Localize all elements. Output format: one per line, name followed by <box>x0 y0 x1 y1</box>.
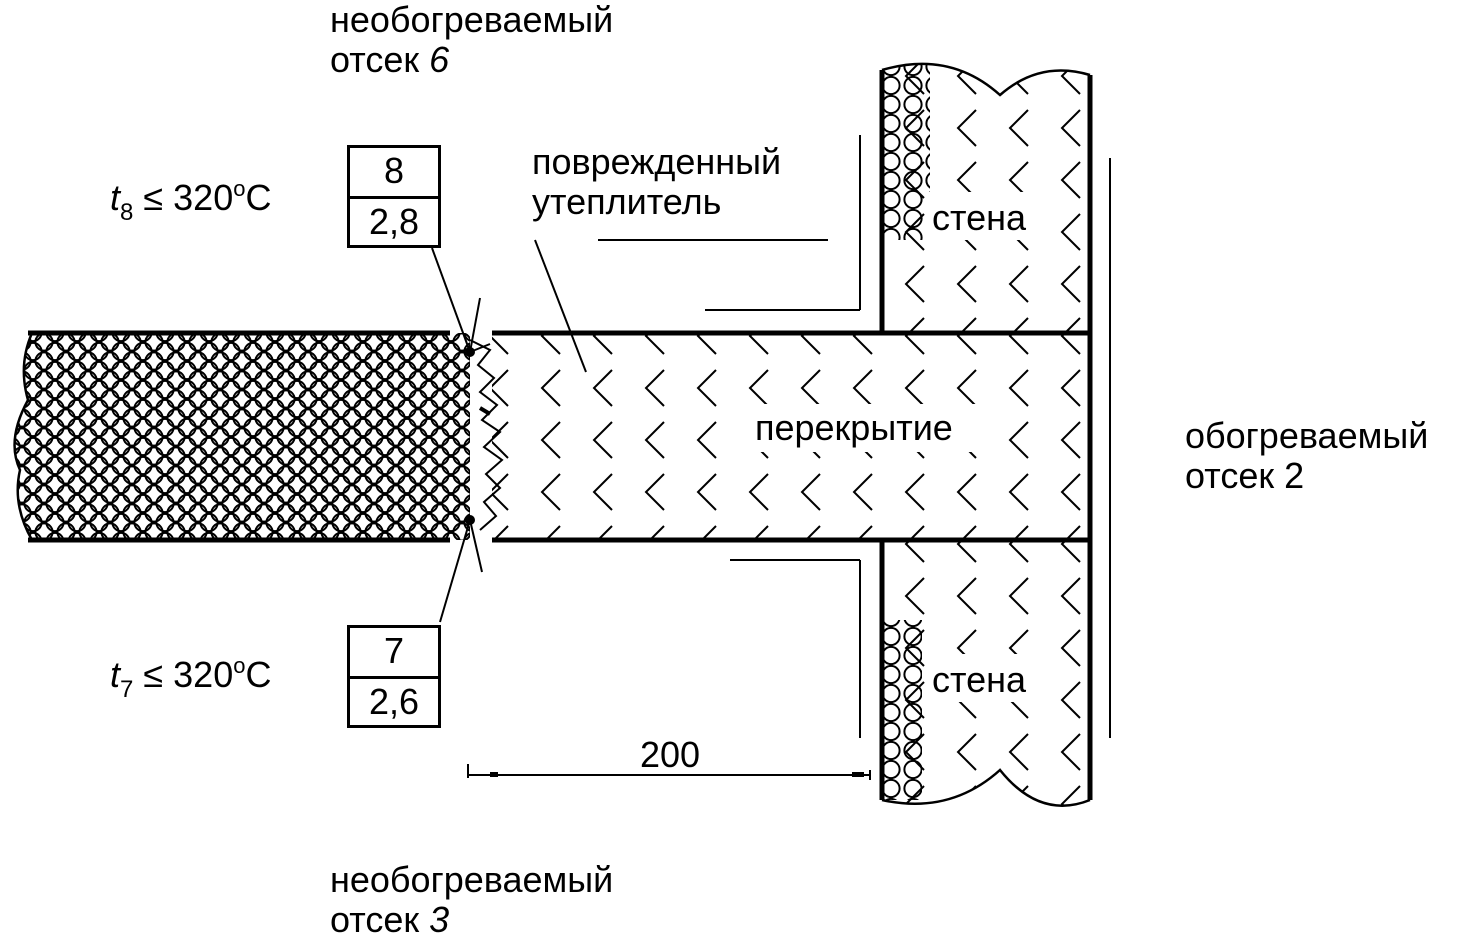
wall-top-label-bg <box>925 192 1045 240</box>
left-slab-torn-edge <box>13 332 34 541</box>
sensor-mid-tick <box>478 406 492 416</box>
sensor-7-temp-unit: C <box>245 654 272 695</box>
sensor-7-temp-deg: o <box>233 653 246 678</box>
structure-outlines <box>28 70 1093 800</box>
bottom-compartment-word: отсек <box>330 899 430 939</box>
sensor-8-temperature: t8 ≤ 320oC <box>110 176 272 226</box>
bottom-compartment-label: необогреваемый отсек 3 <box>330 860 613 939</box>
sensor-8-point <box>465 347 475 357</box>
wall-bottom-label: стена <box>932 659 1027 700</box>
dimension-200 <box>467 764 871 780</box>
left-slab-insulation <box>14 333 471 540</box>
sensor-8-temp-deg: o <box>233 176 246 201</box>
bottom-compartment-line2: отсек 3 <box>330 900 613 939</box>
sensor-8-box: 8 2,8 <box>347 145 441 248</box>
sensor-7-temperature: t7 ≤ 320oC <box>110 653 272 703</box>
sensor-8-temp-sub: 8 <box>120 199 134 226</box>
damaged-line1: поврежденный <box>532 141 782 182</box>
dim-arrow-right <box>852 772 864 777</box>
sensor-8-temp-unit: C <box>245 177 272 218</box>
damaged-insulation-label: поврежденный утеплитель <box>532 142 781 222</box>
top-compartment-label: необогреваемый отсек 6 <box>330 0 613 80</box>
sensor-7-number: 7 <box>350 628 438 679</box>
dim-arrow-left <box>490 772 498 777</box>
bottom-compartment-line1: необогреваемый <box>330 859 614 900</box>
sensor-7-box: 7 2,6 <box>347 625 441 728</box>
sensor-8-depth: 2,8 <box>368 201 420 242</box>
wall-bottom-label-bg <box>925 654 1045 702</box>
wall-top-torn-edge <box>881 62 1091 97</box>
sensor-7-depth: 2,6 <box>368 681 420 722</box>
wall-top-label: стена <box>932 197 1027 238</box>
top-compartment-line1: необогреваемый <box>330 0 614 40</box>
top-compartment-line2: отсек 6 <box>330 40 613 80</box>
sensor-7-temp-rel: ≤ 320 <box>143 654 234 695</box>
wall-bottom-hatch <box>882 540 1090 806</box>
bottom-compartment-number: 3 <box>429 899 450 939</box>
sensor-7-point <box>465 515 475 525</box>
wall-bottom-torn-edge <box>881 768 1091 807</box>
dimension-label: 200 <box>640 734 701 775</box>
sensor-8-temp-symbol: t <box>110 177 121 218</box>
guide-lines <box>534 135 1111 738</box>
heated-line2: отсек 2 <box>1185 455 1305 496</box>
sensor-8-temp-rel: ≤ 320 <box>143 177 234 218</box>
slab-label-bg <box>748 404 994 452</box>
sensor-8-number: 8 <box>350 148 438 199</box>
sensor-leaders <box>431 247 491 623</box>
slab-label: перекрытие <box>755 407 953 448</box>
damaged-line2: утеплитель <box>532 181 722 222</box>
heated-compartment-label: обогреваемый отсек 2 <box>1185 416 1428 496</box>
heated-line1: обогреваемый <box>1185 415 1429 456</box>
top-compartment-word: отсек <box>330 39 430 80</box>
top-compartment-number: 6 <box>429 39 450 80</box>
sensor-7-temp-sub: 7 <box>120 676 134 703</box>
sensor-7-temp-symbol: t <box>110 654 121 695</box>
